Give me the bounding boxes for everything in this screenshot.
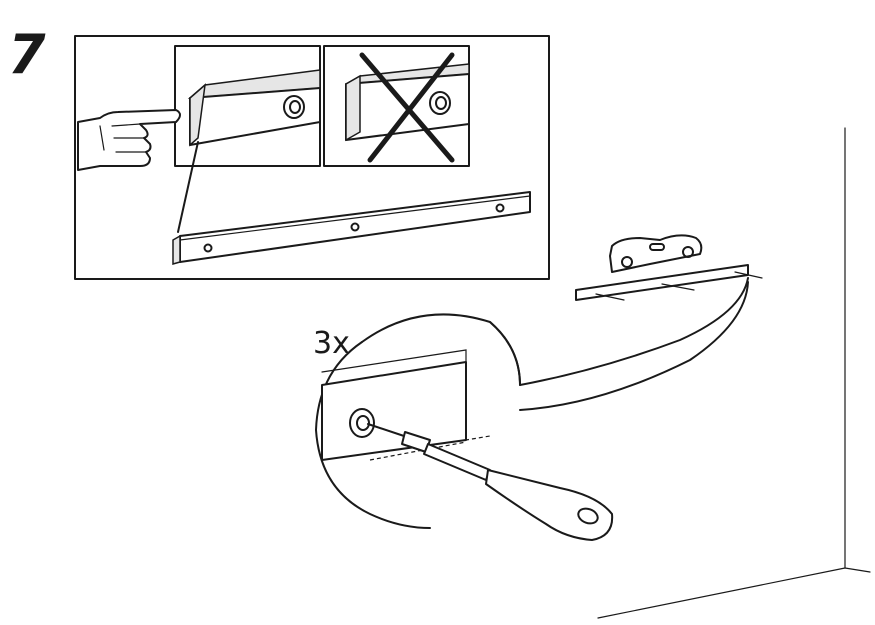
zoom-rail-top	[321, 349, 467, 373]
screwdriver-handle-hole	[577, 507, 599, 525]
rail-bevel-face	[189, 83, 207, 147]
rail-hole	[283, 95, 305, 119]
panel-frame	[74, 35, 550, 280]
level-vial-right	[682, 246, 694, 258]
zoom-callout-lower	[519, 281, 749, 411]
zoom-detail	[315, 277, 749, 541]
long-rail-hole-3	[495, 203, 505, 213]
zoom-circle-top-right	[489, 321, 521, 386]
cross-icon	[359, 52, 455, 163]
zoom-rail-hole-inner	[356, 415, 370, 431]
long-rail	[172, 191, 531, 265]
hand-fingers	[99, 123, 147, 153]
zoom-rail-hidden-edge	[465, 362, 491, 441]
callout-line	[177, 141, 199, 233]
correct-orientation-inset	[174, 45, 321, 167]
screwdriver-handle	[485, 469, 614, 541]
mounted-screw-2	[661, 283, 695, 291]
spirit-level-icon	[609, 234, 703, 273]
long-rail-edge	[179, 195, 531, 241]
mounted-rail	[575, 234, 763, 301]
screwdriver-icon	[367, 423, 614, 541]
wall-floor-edge-right	[844, 567, 871, 573]
wall	[597, 127, 871, 619]
long-rail-hole-1	[203, 243, 213, 253]
long-rail-hole-2	[350, 222, 360, 232]
screwdriver-tip	[367, 423, 411, 439]
wrong-rail-end	[345, 74, 361, 142]
wrong-rail-hole-inner	[435, 96, 447, 110]
pointing-hand-icon	[77, 109, 181, 171]
screwdriver-shaft	[423, 443, 491, 481]
orientation-panel	[74, 35, 550, 280]
zoom-rail-front	[321, 361, 467, 461]
wall-floor-edge	[597, 567, 846, 619]
wrong-orientation-inset	[323, 45, 470, 167]
step-number: 7	[8, 23, 46, 86]
long-rail-bevel	[172, 234, 181, 265]
level-vial-top	[649, 243, 665, 251]
screw-count-label: 3x	[313, 326, 350, 361]
mounted-screw-1	[595, 293, 625, 301]
level-vial-left	[621, 256, 633, 268]
hand-shape	[77, 109, 181, 171]
zoom-rail-hidden-bottom	[369, 441, 467, 461]
rail-hole-inner	[289, 100, 301, 114]
zoom-circle-left	[315, 341, 431, 529]
wrong-rail-hole	[429, 91, 451, 115]
zoom-rail-hole	[349, 408, 375, 438]
mounted-screw-3	[734, 271, 763, 279]
